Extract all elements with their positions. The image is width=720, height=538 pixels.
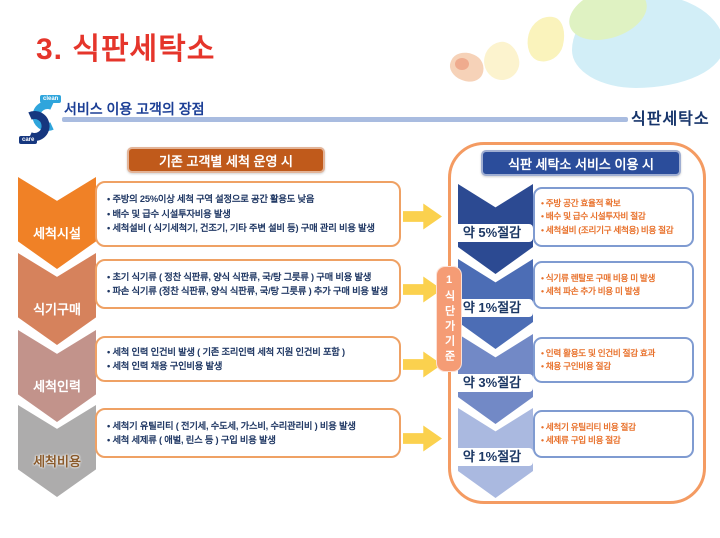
- bullet-item: 세척기 유틸리티 ( 전기세, 수도세, 가스비, 수리관리비 ) 비용 발생: [107, 419, 389, 433]
- bullet-list: 세척기 유틸리티 ( 전기세, 수도세, 가스비, 수리관리비 ) 비용 발생 …: [107, 419, 389, 448]
- right-row-1-box: 주방 공간 효율적 확보 배수 및 급수 시설투자비 절감 세척설비 (조리기구…: [533, 187, 694, 247]
- bullet-list: 주방의 25%이상 세척 구역 설정으로 공간 활용도 낮음 배수 및 급수 시…: [107, 192, 389, 235]
- bullet-item: 세척 인력 채용 구인비용 발생: [107, 359, 389, 373]
- left-row-2-box: 초기 식기류 ( 정찬 식판류, 양식 식판류, 국/탕 그릇류 ) 구매 비용…: [95, 259, 401, 309]
- right-row-2-savings-label: 약 1%절감: [451, 299, 533, 317]
- left-column-header: 기존 고객별 세척 운영 시: [127, 147, 325, 173]
- right-row-4-savings-label: 약 1%절감: [451, 448, 533, 466]
- page-title: 3. 식판세탁소: [36, 33, 216, 66]
- bullet-list: 세척 인력 인건비 발생 ( 기존 조리인력 세척 지원 인건비 포함 ) 세척…: [107, 345, 389, 374]
- left-row-1-box: 주방의 25%이상 세척 구역 설정으로 공간 활용도 낮음 배수 및 급수 시…: [95, 181, 401, 247]
- bullet-item: 주방의 25%이상 세척 구역 설정으로 공간 활용도 낮음: [107, 192, 389, 206]
- bullet-item: 세척기 유틸리티 비용 절감: [541, 421, 686, 434]
- bullet-item: 세제류 구입 비용 절감: [541, 434, 686, 447]
- left-row-1-chevron: 세척시설: [18, 177, 96, 269]
- bullet-list: 식기류 렌탈로 구매 비용 미 발생 세척 파손 추가 비용 미 발생: [541, 272, 686, 299]
- bullet-item: 세척 세제류 ( 애벌, 린스 등 ) 구입 비용 발생: [107, 433, 389, 447]
- bullet-item: 세척 파손 추가 비용 미 발생: [541, 285, 686, 298]
- right-column-header: 식판 세탁소 서비스 이용 시: [481, 150, 681, 176]
- right-row-1-savings-label: 약 5%절감: [451, 224, 533, 242]
- left-row-2-label: 식기구매: [33, 302, 81, 317]
- bullet-item: 초기 식기류 ( 정찬 식판류, 양식 식판류, 국/탕 그릇류 ) 구매 비용…: [107, 270, 389, 284]
- logo-care-label: care: [19, 136, 38, 144]
- corner-brand-label: 식판세탁소: [631, 111, 710, 128]
- right-arrow-icon: [403, 203, 442, 230]
- bullet-item: 채용 구인비용 절감: [541, 360, 686, 373]
- bullet-item: 세척설비 (조리기구 세척용) 비용 절감: [541, 224, 686, 237]
- per-meal-basis-badge: 1식단가기준: [436, 266, 462, 372]
- right-row-2-box: 식기류 렌탈로 구매 비용 미 발생 세척 파손 추가 비용 미 발생: [533, 261, 694, 309]
- bullet-item: 세척설비 ( 식기세척기, 건조기, 기타 주변 설비 등) 구매 관리 비용 …: [107, 221, 389, 235]
- bullet-item: 파손 식기류 (정찬 식판류, 양식 식판류, 국/탕 그릇류 ) 추가 구매 …: [107, 284, 389, 298]
- bullet-list: 주방 공간 효율적 확보 배수 및 급수 시설투자비 절감 세척설비 (조리기구…: [541, 197, 686, 237]
- bullet-item: 세척 인력 인건비 발생 ( 기존 조리인력 세척 지원 인건비 포함 ): [107, 345, 389, 359]
- left-row-3-label: 세척인력: [33, 379, 81, 394]
- right-row-4-box: 세척기 유틸리티 비용 절감 세제류 구입 비용 절감: [533, 410, 694, 458]
- bullet-list: 인력 활용도 및 인건비 절감 효과 채용 구인비용 절감: [541, 347, 686, 374]
- decor-blob-yellow: [480, 39, 523, 83]
- left-row-4-label: 세척비용: [33, 454, 81, 469]
- left-row-3-box: 세척 인력 인건비 발생 ( 기존 조리인력 세척 지원 인건비 포함 ) 세척…: [95, 336, 401, 382]
- header-divider: [62, 117, 628, 122]
- bullet-list: 세척기 유틸리티 비용 절감 세제류 구입 비용 절감: [541, 421, 686, 448]
- section-title: 서비스 이용 고객의 장점: [64, 101, 205, 117]
- bullet-item: 식기류 렌탈로 구매 비용 미 발생: [541, 272, 686, 285]
- clean-care-logo: clean care: [19, 95, 63, 145]
- left-row-1-label: 세척시설: [33, 226, 81, 241]
- decor-blob-yellow: [522, 12, 570, 66]
- right-arrow-icon: [403, 425, 442, 452]
- left-row-4-box: 세척기 유틸리티 ( 전기세, 수도세, 가스비, 수리관리비 ) 비용 발생 …: [95, 408, 401, 458]
- bullet-list: 초기 식기류 ( 정찬 식판류, 양식 식판류, 국/탕 그릇류 ) 구매 비용…: [107, 270, 389, 299]
- decor-blob-peach-dot: [455, 58, 469, 70]
- bullet-item: 배수 및 급수 시설투자비 절감: [541, 210, 686, 223]
- right-row-3-savings-label: 약 3%절감: [451, 374, 533, 392]
- bullet-item: 배수 및 급수 시설투자비용 발생: [107, 207, 389, 221]
- bullet-item: 주방 공간 효율적 확보: [541, 197, 686, 210]
- bullet-item: 인력 활용도 및 인건비 절감 효과: [541, 347, 686, 360]
- logo-clean-label: clean: [40, 95, 62, 103]
- right-row-3-box: 인력 활용도 및 인건비 절감 효과 채용 구인비용 절감: [533, 337, 694, 383]
